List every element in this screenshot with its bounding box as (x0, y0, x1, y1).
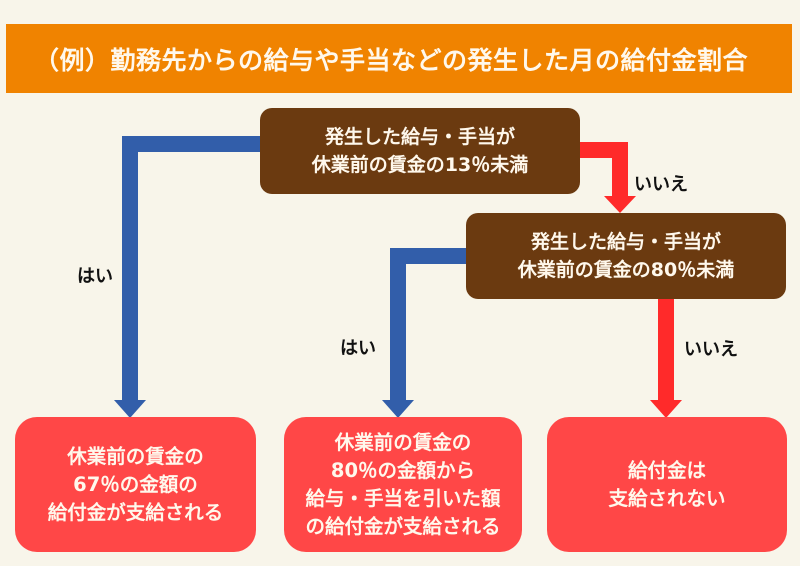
yes-arrow-2 (390, 248, 467, 402)
result-2-line-2: 80％の金額から (330, 458, 476, 482)
yes-arrow-2-head (382, 400, 414, 418)
question-box-1: 発生した給与・手当が 休業前の賃金の13％未満 (260, 108, 580, 194)
result-1-line-2: 67％の金額の (73, 472, 198, 496)
result-2-line-4: の給付金が支給される (305, 514, 501, 538)
no-label-1: いいえ (634, 174, 688, 195)
yes-label-1: はい (77, 266, 113, 287)
no-arrow-1-head (604, 196, 636, 213)
result-1-line-1: 休業前の賃金の (67, 444, 204, 468)
no-label-2: いいえ (684, 339, 738, 360)
result-box-3: 給付金は 支給されない (547, 417, 787, 552)
question-box-2: 発生した給与・手当が 休業前の賃金の80％未満 (466, 213, 786, 299)
question-2-line-1: 発生した給与・手当が (530, 231, 721, 253)
no-arrow-1 (578, 142, 628, 198)
title-text: （例）勤務先からの給与や手当などの発生した月の給付金割合 (34, 45, 749, 75)
question-2-line-2: 休業前の賃金の80％未満 (517, 259, 735, 281)
result-3-line-2: 支給されない (608, 486, 726, 510)
result-2-line-3: 給与・手当を引いた額 (305, 486, 501, 510)
result-box-1: 休業前の賃金の 67％の金額の 給付金が支給される (15, 417, 256, 552)
result-1-line-3: 給付金が支給される (47, 500, 224, 524)
result-3-line-1: 給付金は (627, 458, 706, 482)
result-box-2: 休業前の賃金の 80％の金額から 給与・手当を引いた額 の給付金が支給される (284, 417, 522, 552)
yes-label-2: はい (340, 338, 376, 359)
question-1-line-1: 発生した給与・手当が (324, 126, 515, 148)
question-1-line-2: 休業前の賃金の13％未満 (311, 154, 529, 176)
yes-arrow-1-head (114, 400, 146, 418)
result-2-line-1: 休業前の賃金の (334, 430, 472, 454)
no-arrow-2-head (650, 400, 682, 418)
title-banner: （例）勤務先からの給与や手当などの発生した月の給付金割合 (6, 24, 792, 93)
yes-arrow-1 (122, 136, 262, 402)
